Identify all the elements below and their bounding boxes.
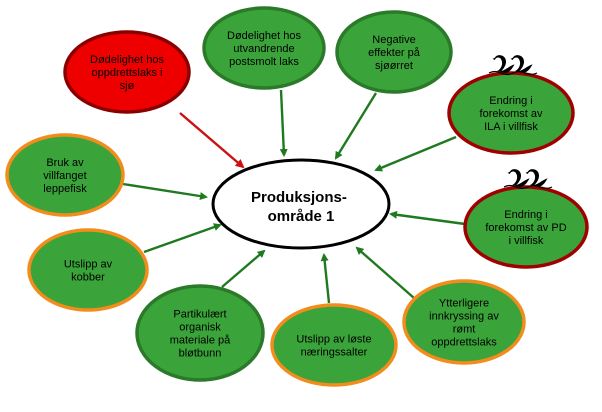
node-ellipse	[270, 303, 398, 387]
node-label-line: villfanget	[43, 170, 86, 182]
node-label-line: Endring i	[489, 95, 532, 107]
arrow-dodelighet-postsmolt	[279, 89, 288, 157]
arrow-villfanget-leppefisk	[122, 182, 208, 201]
node-label-line: sjøørret	[375, 60, 413, 72]
node-label-line: innkryssing av	[429, 311, 499, 323]
node-label-line: Utslipp av	[64, 259, 113, 271]
node-label-line: i villfisk	[509, 235, 544, 247]
center-label: Produksjons- område 1	[251, 189, 351, 225]
center-ellipse	[211, 158, 391, 250]
node-label-line: leppefisk	[43, 183, 87, 195]
node-ellipse	[5, 133, 125, 217]
node-label-line: Dødelighet hos	[90, 54, 164, 66]
arrows	[122, 89, 466, 304]
node-label-line: sjø	[120, 80, 135, 92]
node-label-line: oppdrettslaks i	[92, 67, 163, 79]
arrow-innkryssing-romt	[355, 246, 415, 299]
node-label-line: materiale på	[170, 335, 231, 347]
node-label-line: Partikulært	[173, 309, 226, 321]
node-label-line: forekomst av PD	[485, 222, 566, 234]
node-label-line: bløtbunn	[179, 348, 222, 360]
node-ellipse	[63, 30, 191, 114]
node-ellipse	[27, 228, 149, 312]
center-node: Produksjons- område 1	[211, 158, 391, 250]
node-ellipse	[402, 279, 526, 365]
node-label-line: kobber	[71, 272, 105, 284]
node-label-line: Endring i	[504, 209, 547, 221]
node-label-line: postsmolt laks	[229, 56, 299, 68]
arrow-endring-pd	[389, 210, 466, 226]
node-ellipse	[335, 10, 453, 94]
node-label-line: forekomst av	[480, 108, 543, 120]
node-label-line: organisk	[179, 322, 221, 334]
node-label-line: rømt	[453, 324, 476, 336]
node-label-line: Ytterligere	[439, 298, 489, 310]
arrow-utslipp-kobber	[143, 223, 222, 254]
arrow-negative-effekter-sjoorret	[334, 92, 378, 160]
center-label-line: område 1	[268, 208, 335, 225]
node-label-line: næringssalter	[301, 347, 368, 359]
node-ellipse	[202, 6, 326, 90]
node-label-line: Utslipp av løste	[296, 334, 371, 346]
node-label-line: Negative	[372, 34, 415, 46]
node-label-line: effekter på	[368, 47, 421, 59]
node-label-line: Dødelighet hos	[227, 30, 301, 42]
center-label-line: Produksjons-	[251, 189, 347, 206]
node-ellipse	[463, 185, 589, 269]
black-swan-icon	[503, 169, 553, 190]
black-swan-icon	[488, 55, 538, 76]
node-ellipse	[447, 71, 575, 155]
node-ellipse	[135, 284, 265, 382]
arrow-endring-ila	[374, 135, 457, 172]
arrow-utslipp-naeringssalter	[320, 253, 331, 304]
node-label-line: oppdrettslaks	[431, 337, 497, 349]
node-label-line: utvandrende	[233, 43, 294, 55]
node-label-line: ILA i villfisk	[484, 121, 538, 133]
arrow-partikulaert-organisk	[221, 249, 266, 288]
node-label-line: Bruk av	[46, 157, 84, 169]
arrow-dodelighet-oppdrettslaks	[179, 112, 245, 169]
